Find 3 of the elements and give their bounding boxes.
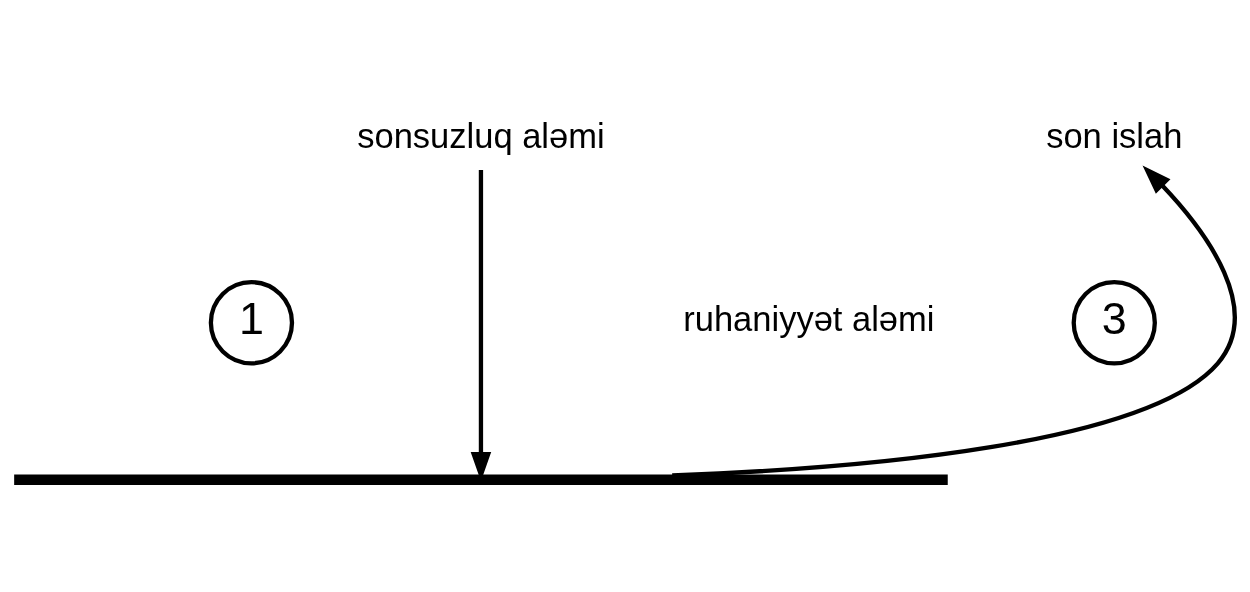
label: ruhaniyyət aləmi [683,300,935,339]
node-text: sonsuzluq aləmi [357,116,605,155]
node-text: son islah [1046,116,1183,155]
